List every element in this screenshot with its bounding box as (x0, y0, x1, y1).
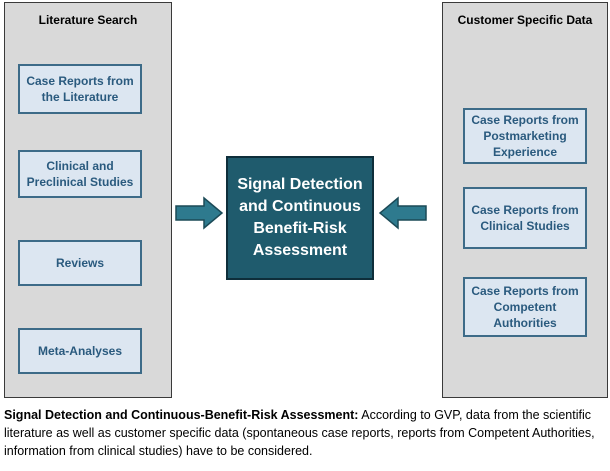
left-arrow-icon (378, 196, 427, 230)
signal-detection-box: Signal Detection and Continuous Benefit-… (226, 156, 374, 280)
case-reports-literature-box: Case Reports from the Literature (18, 64, 142, 114)
reviews-box: Reviews (18, 240, 142, 286)
clinical-preclinical-studies-box: Clinical and Preclinical Studies (18, 150, 142, 198)
case-reports-competent-authorities-box: Case Reports from Competent Authorities (463, 277, 587, 337)
right-arrow-icon (175, 196, 224, 230)
caption-text: According to GVP, data from the scientif… (4, 408, 595, 458)
customer-specific-data-title: Customer Specific Data (457, 13, 593, 27)
case-reports-clinical-studies-box: Case Reports from Clinical Studies (463, 187, 587, 249)
literature-search-title: Literature Search (38, 13, 138, 27)
case-reports-postmarketing-box: Case Reports from Postmarketing Experien… (463, 108, 587, 164)
caption-title: Signal Detection and Continuous-Benefit-… (4, 408, 359, 422)
meta-analyses-box: Meta-Analyses (18, 328, 142, 374)
figure-caption: Signal Detection and Continuous-Benefit-… (4, 406, 606, 460)
